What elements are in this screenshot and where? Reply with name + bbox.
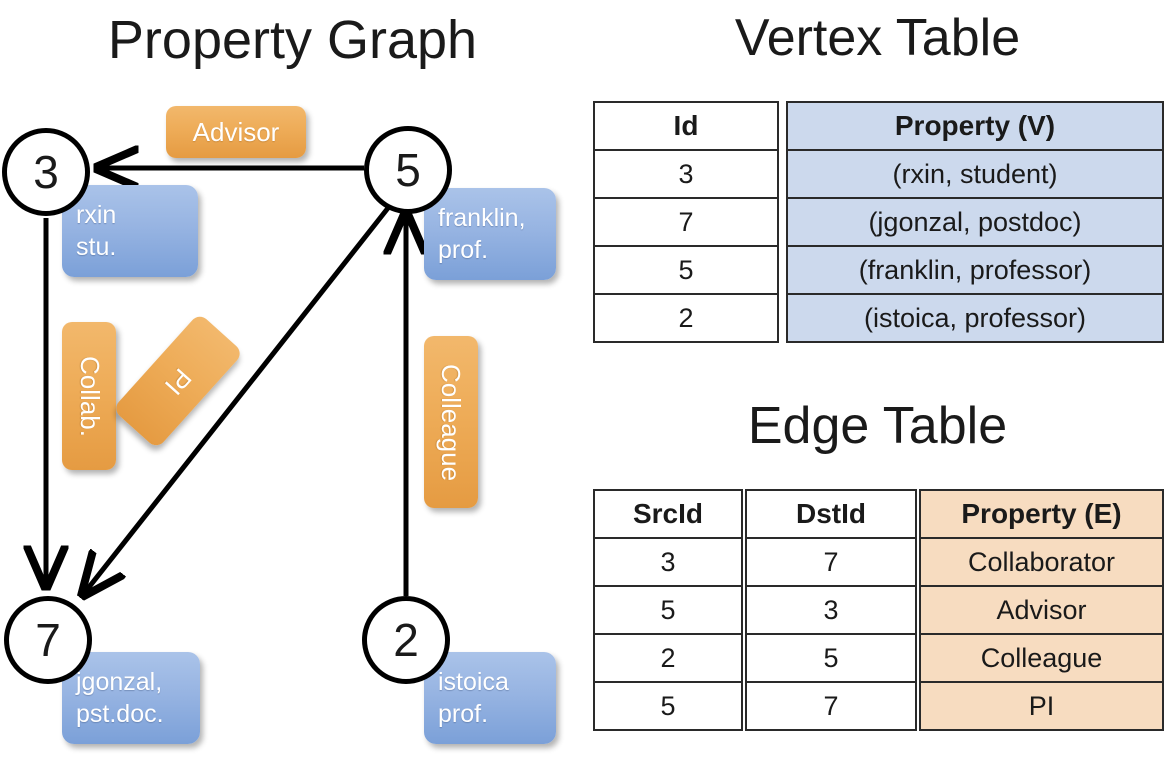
edge-table-dstid-column: DstId 7 3 5 7	[745, 489, 917, 731]
edge-label-advisor-text: Advisor	[192, 116, 280, 147]
vertex-table-cell-property: (franklin, professor)	[786, 245, 1164, 295]
edge-table-header-srcid: SrcId	[593, 489, 743, 539]
edge-table-header-dstid: DstId	[745, 489, 917, 539]
vertex-property-box-2-line2: prof.	[438, 700, 489, 728]
vertex-table-cell-property: (jgonzal, postdoc)	[786, 197, 1164, 247]
vertex-table-header-property: Property (V)	[786, 101, 1164, 151]
vertex-property-box-7-line1: jgonzal,	[76, 668, 163, 696]
edge-table-cell-dstid: 7	[745, 681, 917, 731]
table-row: (istoica, professor)	[786, 293, 1164, 343]
edge-table-cell-dstid: 3	[745, 585, 917, 635]
graph-edge-arrows	[0, 0, 585, 760]
table-row: Colleague	[919, 633, 1164, 683]
table-row: 5	[593, 585, 743, 635]
vertex-property-box-5-line1: franklin,	[438, 204, 526, 232]
vertex-property-box-3-line2: stu.	[76, 233, 117, 261]
vertex-table-header-id: Id	[593, 101, 779, 151]
edge-table-srcid-column: SrcId 3 5 2 5	[593, 489, 743, 731]
table-header-row: SrcId	[593, 489, 743, 539]
page-title-vertex-table: Vertex Table	[734, 9, 1021, 67]
edge-label-advisor: Advisor	[166, 106, 306, 158]
graph-node-7-label: 7	[35, 614, 61, 666]
edge-table-cell-property: PI	[919, 681, 1164, 731]
edge-table-cell-srcid: 3	[593, 537, 743, 587]
edge-table-cell-srcid: 5	[593, 681, 743, 731]
graph-node-7: 7	[4, 596, 92, 684]
graph-node-2-label: 2	[393, 614, 419, 666]
vertex-table-cell-property: (istoica, professor)	[786, 293, 1164, 343]
table-row: 7	[593, 197, 779, 247]
page-title-property-graph: Property Graph	[107, 10, 478, 70]
edge-label-colleague-text: Colleague	[436, 363, 467, 481]
table-row: (jgonzal, postdoc)	[786, 197, 1164, 247]
edge-table-header-property: Property (E)	[919, 489, 1164, 539]
property-graph-diagram: Advisor Collab. PI Colleague rxin stu. f…	[0, 0, 585, 760]
edge-label-collab-text: Collab.	[74, 355, 105, 437]
edge-label-colleague: Colleague	[424, 336, 478, 508]
vertex-table-cell-id: 5	[593, 245, 779, 295]
edge-arrow-5-to-7	[82, 206, 390, 596]
table-row: 3	[593, 149, 779, 199]
vertex-table-property-column: Property (V) (rxin, student) (jgonzal, p…	[786, 101, 1164, 343]
vertex-property-box-7: jgonzal, pst.doc.	[62, 652, 200, 744]
table-row: 5	[593, 245, 779, 295]
vertex-table-cell-id: 7	[593, 197, 779, 247]
vertex-property-box-5-line2: prof.	[438, 236, 489, 264]
graph-node-3-label: 3	[33, 146, 59, 198]
vertex-property-box-3: rxin stu.	[62, 185, 198, 277]
edge-table-property-column: Property (E) Collaborator Advisor Collea…	[919, 489, 1164, 731]
table-row: 7	[745, 681, 917, 731]
vertex-property-box-7-line2: pst.doc.	[76, 700, 164, 728]
table-row: (rxin, student)	[786, 149, 1164, 199]
table-row: 2	[593, 293, 779, 343]
vertex-property-box-3-line1: rxin	[76, 201, 117, 229]
table-row: 5	[745, 633, 917, 683]
graph-node-3: 3	[2, 128, 90, 216]
table-row: Advisor	[919, 585, 1164, 635]
vertex-property-box-2: istoica prof.	[424, 652, 556, 744]
table-row: PI	[919, 681, 1164, 731]
table-header-row: Property (V)	[786, 101, 1164, 151]
page-title-edge-table: Edge Table	[747, 397, 1008, 455]
vertex-table-cell-id: 3	[593, 149, 779, 199]
edge-table-cell-property: Collaborator	[919, 537, 1164, 587]
table-header-row: DstId	[745, 489, 917, 539]
table-row: Collaborator	[919, 537, 1164, 587]
edge-table-cell-srcid: 2	[593, 633, 743, 683]
edge-table-cell-dstid: 7	[745, 537, 917, 587]
edge-table-cell-property: Colleague	[919, 633, 1164, 683]
edge-table-cell-srcid: 5	[593, 585, 743, 635]
vertex-property-box-5: franklin, prof.	[424, 188, 556, 280]
table-header-row: Property (E)	[919, 489, 1164, 539]
table-row: 7	[745, 537, 917, 587]
table-row: 3	[593, 537, 743, 587]
table-row: 5	[593, 681, 743, 731]
table-row: (franklin, professor)	[786, 245, 1164, 295]
table-header-row: Id	[593, 101, 779, 151]
edge-table-cell-dstid: 5	[745, 633, 917, 683]
vertex-table-id-column: Id 3 7 5 2	[593, 101, 779, 343]
table-row: 2	[593, 633, 743, 683]
edge-label-pi-text: PI	[158, 362, 198, 401]
edge-table-cell-property: Advisor	[919, 585, 1164, 635]
table-row: 3	[745, 585, 917, 635]
graph-node-2: 2	[362, 596, 450, 684]
vertex-property-box-2-line1: istoica	[438, 668, 509, 696]
vertex-table-cell-id: 2	[593, 293, 779, 343]
graph-node-5: 5	[364, 126, 452, 214]
edge-label-collab: Collab.	[62, 322, 116, 470]
graph-node-5-label: 5	[395, 144, 421, 196]
vertex-table-cell-property: (rxin, student)	[786, 149, 1164, 199]
